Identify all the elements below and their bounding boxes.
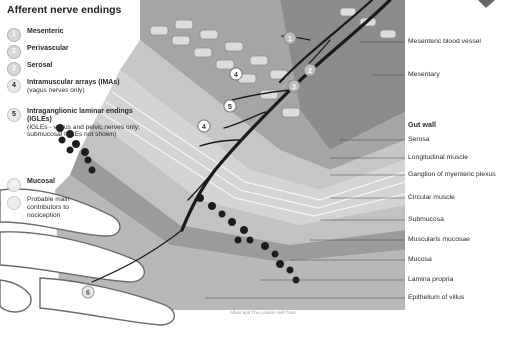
- callout-serosa: Serosa: [408, 136, 430, 143]
- key-item-mucosal: 6 Mucosal: [7, 178, 147, 192]
- key-item-label: Serosal: [27, 62, 147, 70]
- corner-arrow: [478, 0, 495, 8]
- marker-2-label: 2: [308, 68, 312, 75]
- image-credit: Allure and The London Hell Trust: [230, 310, 296, 315]
- key-item-note: Probable main contributors to nociceptio…: [27, 196, 70, 219]
- marker-5: 5: [224, 100, 236, 112]
- callout-lamina-propria: Lamina propria: [408, 276, 453, 283]
- callout-circular-muscle: Circular muscle: [408, 194, 455, 201]
- callout-mesenteric-blood-vessel: Mesenteric blood vessel: [408, 38, 481, 45]
- marker-1: 1: [284, 32, 296, 44]
- key-item-note: (vagus nerves only): [27, 87, 85, 94]
- key-item-ima: 4 Intramuscular arrays (IMAs) (vagus ner…: [7, 79, 147, 95]
- key-item-igle: 5 Intraganglionic laminar endings (IGLEs…: [7, 108, 147, 139]
- badge-3-icon: 3: [7, 62, 21, 76]
- marker-4-lower: 4: [198, 120, 210, 132]
- callout-epithelium-of-villus: Epithelium of villus: [408, 294, 464, 301]
- key-item-note: (IGLEs - vagus and pelvic nerves only; s…: [27, 124, 140, 139]
- badge-5-icon: 5: [7, 108, 21, 122]
- marker-1-label: 1: [288, 36, 292, 43]
- key-item-mesenteric: 1 Mesenteric: [7, 28, 147, 42]
- badge-4-icon: 4: [7, 79, 21, 93]
- callout-myenteric-ganglion: Ganglion of myenteric plexus: [408, 171, 496, 178]
- marker-4-upper-label: 4: [234, 72, 238, 79]
- marker-6-label: 6: [86, 290, 90, 297]
- key-item-label: Mucosal: [27, 178, 147, 186]
- key-item-label: Intraganglionic laminar endings (IGLEs): [27, 108, 147, 124]
- badge-1-icon: 1: [7, 28, 21, 42]
- key-item-serosal: 3 Serosal: [7, 62, 147, 76]
- callout-mucosa: Mucosa: [408, 256, 432, 263]
- marker-4-upper: 4: [230, 68, 242, 80]
- callout-gut-wall: Gut wall: [408, 120, 436, 129]
- key-item-label: Perivascular: [27, 45, 147, 53]
- badge-6-icon: 6: [7, 178, 21, 192]
- key-item-label: Mesenteric: [27, 28, 147, 36]
- marker-2: 2: [304, 64, 316, 76]
- callout-muscularis-mucosae: Muscularis mucosae: [408, 236, 470, 243]
- nociception-dot-icon: [7, 196, 21, 210]
- key-item-nociception: Probable main contributors to nociceptio…: [7, 196, 97, 219]
- key-item-perivascular: 2 Perivascular: [7, 45, 147, 59]
- marker-6: 6: [82, 286, 94, 298]
- marker-4-lower-label: 4: [202, 124, 206, 131]
- callout-mesentary: Mesentary: [408, 71, 440, 78]
- key-item-label: Intramuscular arrays (IMAs): [27, 79, 147, 87]
- callout-longitudinal-muscle: Longitudinal muscle: [408, 154, 468, 161]
- callout-submucosa: Submucosa: [408, 216, 444, 223]
- badge-2-icon: 2: [7, 45, 21, 59]
- marker-3-label: 3: [292, 84, 296, 91]
- marker-5-label: 5: [228, 104, 232, 111]
- key-title: Afferent nerve endings: [7, 4, 121, 16]
- marker-3: 3: [288, 80, 300, 92]
